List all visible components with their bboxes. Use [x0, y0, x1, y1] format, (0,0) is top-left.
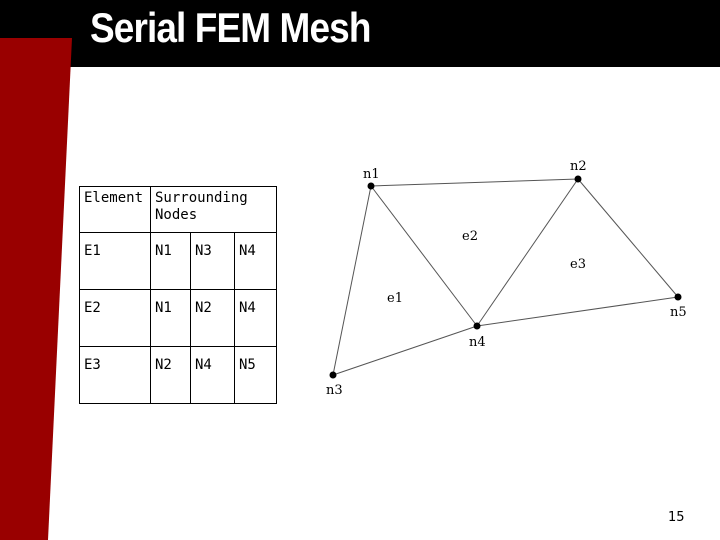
edge-n1-n2: [370, 178, 579, 187]
row-node: N3: [190, 232, 235, 290]
table-row: E2 N1 N2 N4: [79, 289, 277, 347]
node-n3: [329, 371, 337, 379]
edge-n1-n4: [370, 185, 478, 327]
node-label-n2: n2: [570, 159, 587, 174]
row-element: E3: [79, 346, 151, 404]
node-label-n4: n4: [469, 335, 486, 350]
edge-n2-n4: [476, 178, 579, 327]
mesh-edges: [332, 178, 679, 376]
page-number: 15: [668, 510, 685, 525]
row-node: N2: [150, 346, 191, 404]
edge-n4-n5: [476, 296, 679, 327]
title-bar: [0, 0, 720, 67]
node-label-n3: n3: [326, 383, 343, 398]
row-node: N4: [234, 232, 277, 290]
table-header-row: Element Surrounding Nodes: [79, 186, 277, 233]
node-label-n1: n1: [363, 167, 380, 182]
edge-n2-n5: [577, 178, 679, 298]
node-label-n5: n5: [670, 305, 687, 320]
element-label-e3: e3: [570, 257, 586, 272]
edge-n3-n4: [332, 325, 478, 376]
node-n1: [367, 182, 375, 190]
edge-n1-n3: [332, 185, 372, 376]
table-row: E3 N2 N4 N5: [79, 346, 277, 404]
row-node: N5: [234, 346, 277, 404]
header-surrounding-nodes: Surrounding Nodes: [150, 186, 277, 233]
element-label-e1: e1: [387, 291, 403, 306]
table-row: E1 N1 N3 N4: [79, 232, 277, 290]
element-node-table: Element Surrounding Nodes E1 N1 N3 N4 E2…: [79, 186, 277, 404]
row-node: N2: [190, 289, 235, 347]
node-n2: [574, 175, 582, 183]
node-n4: [473, 322, 481, 330]
slide-title: Serial FEM Mesh: [90, 4, 371, 51]
row-node: N1: [150, 232, 191, 290]
element-label-e2: e2: [462, 229, 478, 244]
header-element: Element: [79, 186, 151, 233]
node-n5: [674, 293, 682, 301]
